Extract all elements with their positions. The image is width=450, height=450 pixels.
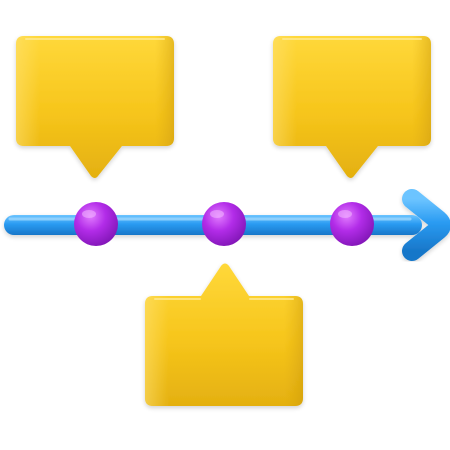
timeline-node-1: [74, 202, 118, 246]
callout-top-right: [273, 36, 431, 178]
callout-bottom: [145, 263, 303, 406]
timeline-node-3: [330, 202, 374, 246]
callout-top-left: [16, 36, 174, 178]
timeline-node-2: [202, 202, 246, 246]
